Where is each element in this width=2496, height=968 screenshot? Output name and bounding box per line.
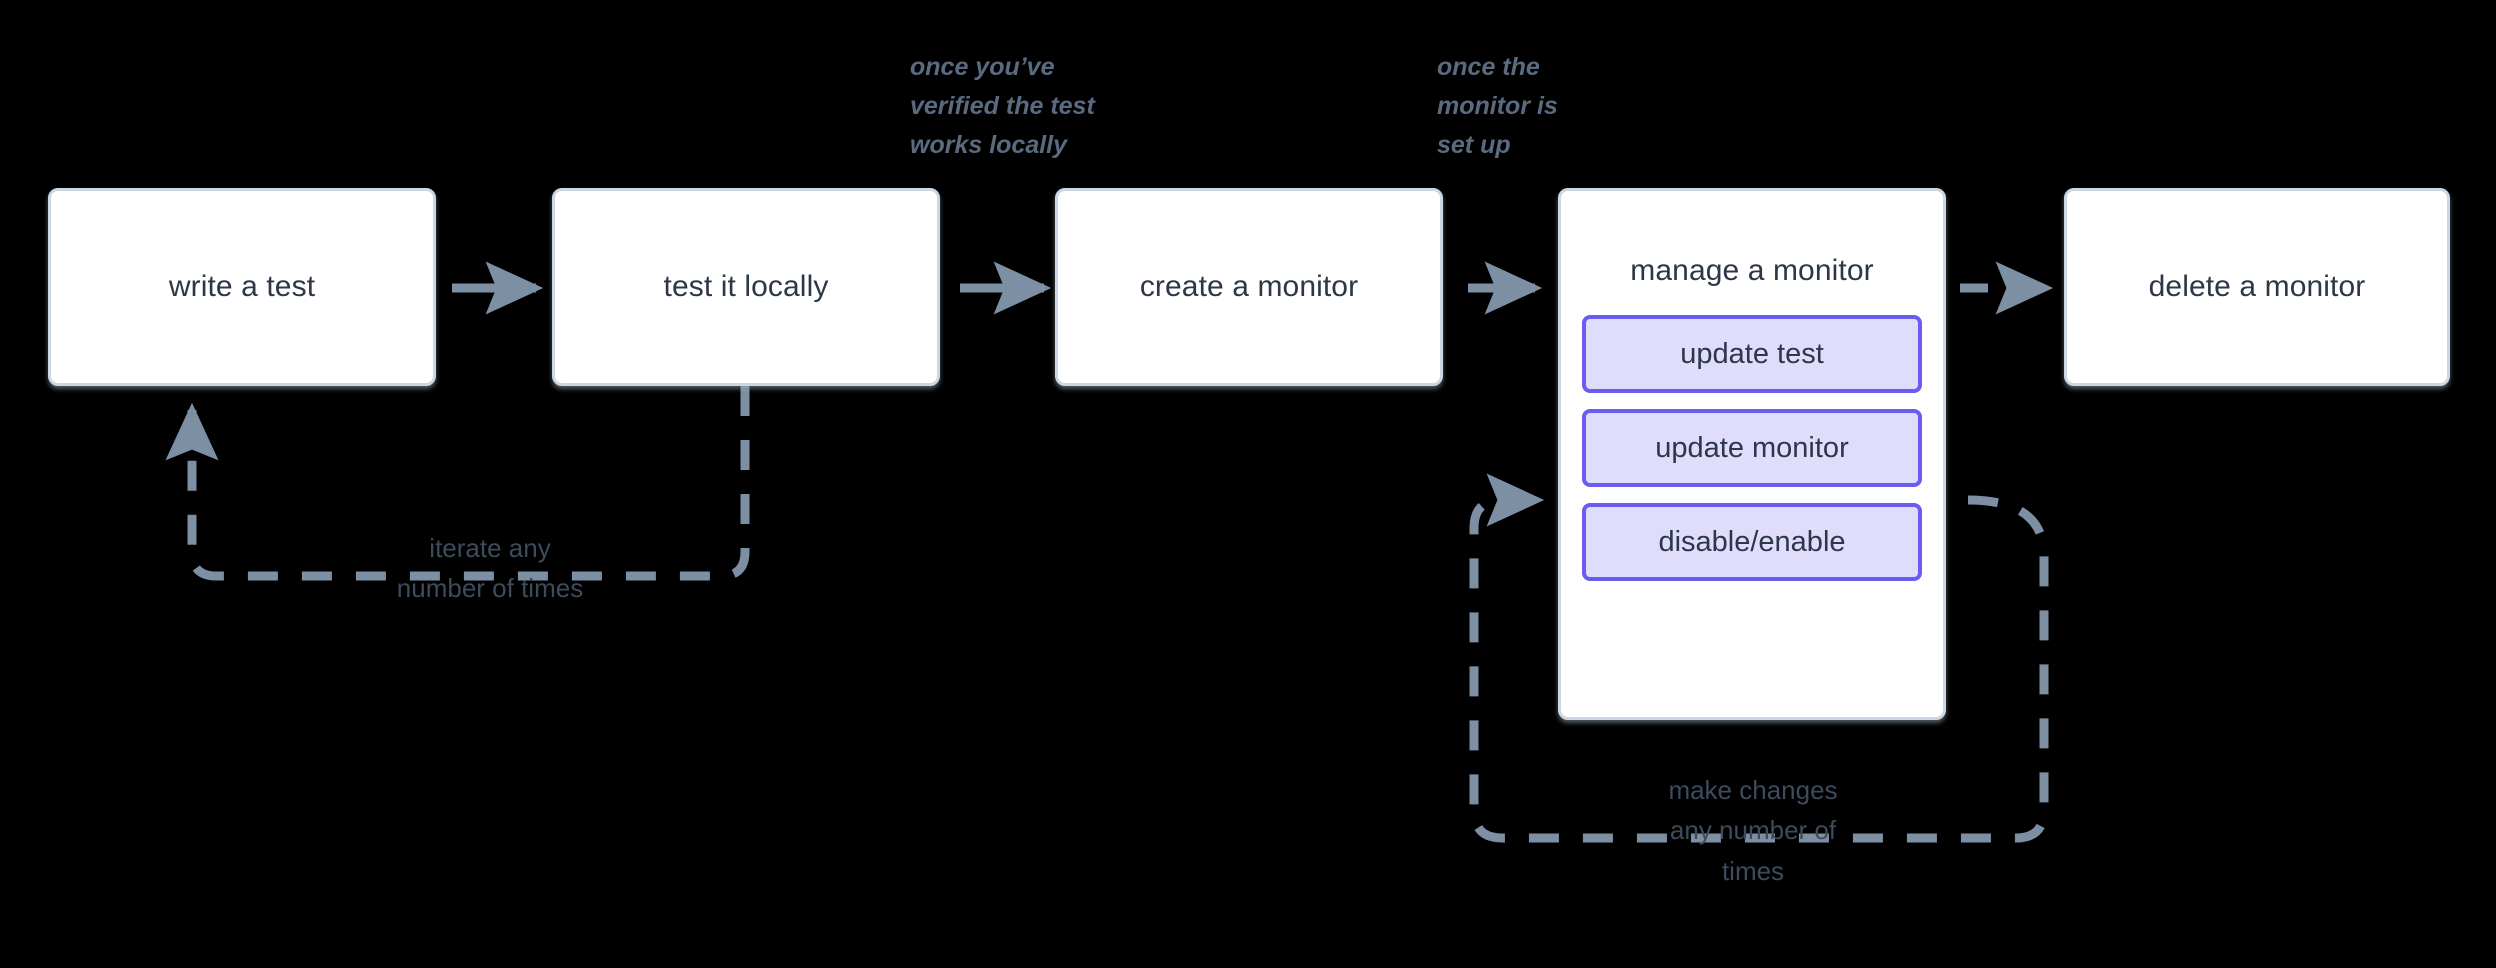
subitem-update-monitor[interactable]: update monitor xyxy=(1582,409,1922,487)
subitem-update-test[interactable]: update test xyxy=(1582,315,1922,393)
node-manage-a-monitor[interactable]: manage a monitor update test update moni… xyxy=(1558,188,1946,720)
loop-label-make-changes: make changes any number of times xyxy=(1668,775,1838,886)
node-label-manage-a-monitor: manage a monitor xyxy=(1630,254,1874,287)
subitem-disable-enable[interactable]: disable/enable xyxy=(1582,503,1922,581)
node-write-a-test[interactable]: write a test xyxy=(48,188,436,386)
node-test-it-locally[interactable]: test it locally xyxy=(552,188,940,386)
subitem-label-disable-enable: disable/enable xyxy=(1658,525,1846,558)
note-setup: once the monitor is set up xyxy=(1437,53,1558,159)
node-label-test-it-locally: test it locally xyxy=(663,270,829,303)
node-label-delete-a-monitor: delete a monitor xyxy=(2148,270,2366,303)
node-delete-a-monitor[interactable]: delete a monitor xyxy=(2064,188,2450,386)
loop-label-iterate: iterate any number of times xyxy=(396,533,584,604)
node-create-a-monitor[interactable]: create a monitor xyxy=(1055,188,1443,386)
subitem-label-update-monitor: update monitor xyxy=(1655,431,1849,464)
subitem-label-update-test: update test xyxy=(1680,337,1824,370)
node-label-write-a-test: write a test xyxy=(168,270,316,303)
note-verified: once you’ve verified the test works loca… xyxy=(910,53,1095,159)
node-label-create-a-monitor: create a monitor xyxy=(1139,270,1359,303)
